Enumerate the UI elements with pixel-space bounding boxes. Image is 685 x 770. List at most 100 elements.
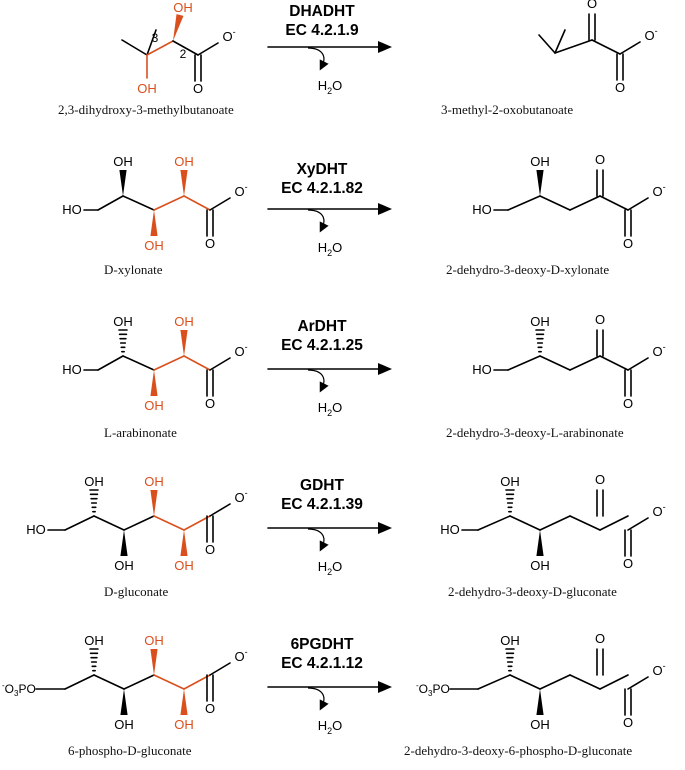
substrate-name-1: 2,3-dihydroxy-3-methylbutanoate [58,102,234,117]
carboxylate-oxygen: O- [234,342,247,359]
ketone-oxygen: O [595,472,605,487]
wedge-bond [180,689,188,715]
chain-bond [509,674,541,690]
chain-bond [477,674,511,690]
carbonyl-oxygen: O [205,701,215,716]
reaction-arrowhead [378,203,392,215]
hydroxyl-label: OH [114,717,134,732]
hydroxyl-label: OH [174,717,194,732]
carbonyl-oxygen: O [205,236,215,251]
carboxylate-bond [209,357,231,371]
hydroxyl-label: OH [174,558,194,573]
water-label: H2O [318,718,343,736]
negative-charge: - [655,26,658,36]
hydroxyl-label: OH [530,717,550,732]
water-part: H [318,718,327,733]
substrate-name-2: D-xylonate [104,262,163,277]
methyl-bond [146,29,157,56]
carboxylate-bond [627,357,649,371]
carboxylate-oxygen: O- [234,488,247,505]
reaction-arrowhead [378,363,392,375]
carboxylate-oxygen: O- [652,661,665,678]
hydroxyl-label: OH [530,154,550,169]
chain-bond [569,674,601,690]
chain-bond [123,515,155,531]
hydroxyl-label: OH [113,314,133,329]
enzyme-name-2: XyDHT EC 4.2.1.82 [242,160,402,198]
carboxylate-bond [627,676,649,690]
chain-bond [539,515,571,531]
water-part: 2 [327,408,332,418]
hydroxyl-label: OH [530,558,550,573]
hydroxyl-label: OH [113,154,133,169]
carboxylate-bond [619,41,641,55]
chain-bond [64,674,95,690]
methyl-bond [121,39,148,56]
reaction-arrowhead [378,522,392,534]
chain-bond [153,515,185,531]
chain-bond [122,355,155,371]
ec-number: EC 4.2.1.39 [281,496,363,513]
hydroxyl-label: OH [114,558,134,573]
hydroxyl-label: HO [62,362,82,377]
hydroxyl-label: OH [174,314,194,329]
atom-number-3: 3 [152,31,159,45]
water-release-arrow [307,47,329,71]
product-name-2: 2-dehydro-3-deoxy-D-xylonate [446,262,610,277]
phosphate-part: PO [432,682,449,696]
hydroxyl-label: HO [440,522,460,537]
chain-bond [122,195,155,211]
hydroxyl-label: OH [144,238,164,253]
carbonyl-oxygen: O [623,556,633,571]
product-name-1: 3-methyl-2-oxobutanoate [441,102,574,117]
product-name-3: 2-dehydro-3-deoxy-L-arabinonate [446,425,624,440]
ec-number: EC 4.2.1.25 [281,337,363,354]
water-part: O [332,240,342,255]
chain-bond [153,674,185,690]
ec-number: EC 4.2.1.12 [281,655,363,672]
chain-bond [97,355,124,371]
hydroxyl-label: OH [173,0,193,15]
water-part: H [318,559,327,574]
carbonyl-oxygen: O [193,81,203,96]
hydroxyl-label: OH [144,398,164,413]
negative-charge: - [245,488,248,498]
chain-bond [569,515,601,531]
chain-bond [172,40,199,56]
carbonyl-oxygen: O [205,542,215,557]
carbonyl-oxygen: O [615,80,625,95]
water-part: H [318,400,327,415]
water-part: O [332,718,342,733]
chain-bond [477,515,511,531]
chain-bond [64,515,95,531]
product-name-4: 2-dehydro-3-deoxy-D-gluconate [448,584,617,599]
chain-bond [599,515,629,531]
water-release-arrow [307,369,329,393]
hydroxyl-label: OH [84,633,104,648]
chain-bond [599,674,629,690]
ketone-oxygen: O [587,0,597,11]
water-release-arrow [307,528,329,552]
wedge-bond [180,330,188,356]
chain-bond [539,195,571,211]
phosphate-part: O [5,682,14,696]
carbonyl-oxygen: O [623,396,633,411]
chain-bond [599,195,629,211]
water-label: H2O [318,240,343,258]
reaction-arrowhead [378,681,392,693]
carboxylate-bond [209,503,231,517]
wedge-bond [150,649,158,675]
ketone-oxygen: O [595,631,605,646]
chain-bond [93,674,125,690]
negative-charge: - [233,27,236,37]
negative-charge: - [663,182,666,192]
chain-bond [554,39,593,54]
chain-bond [507,355,541,371]
wedge-bond [180,530,188,556]
carboxylate-bond [197,42,219,56]
water-release-arrow [307,209,329,233]
hydroxyl-label: HO [62,202,82,217]
substrate-name-3: L-arabinonate [104,425,177,440]
water-part: 2 [327,726,332,736]
product-name-5: 2-dehydro-3-deoxy-6-phospho-D-gluconate [404,743,633,758]
